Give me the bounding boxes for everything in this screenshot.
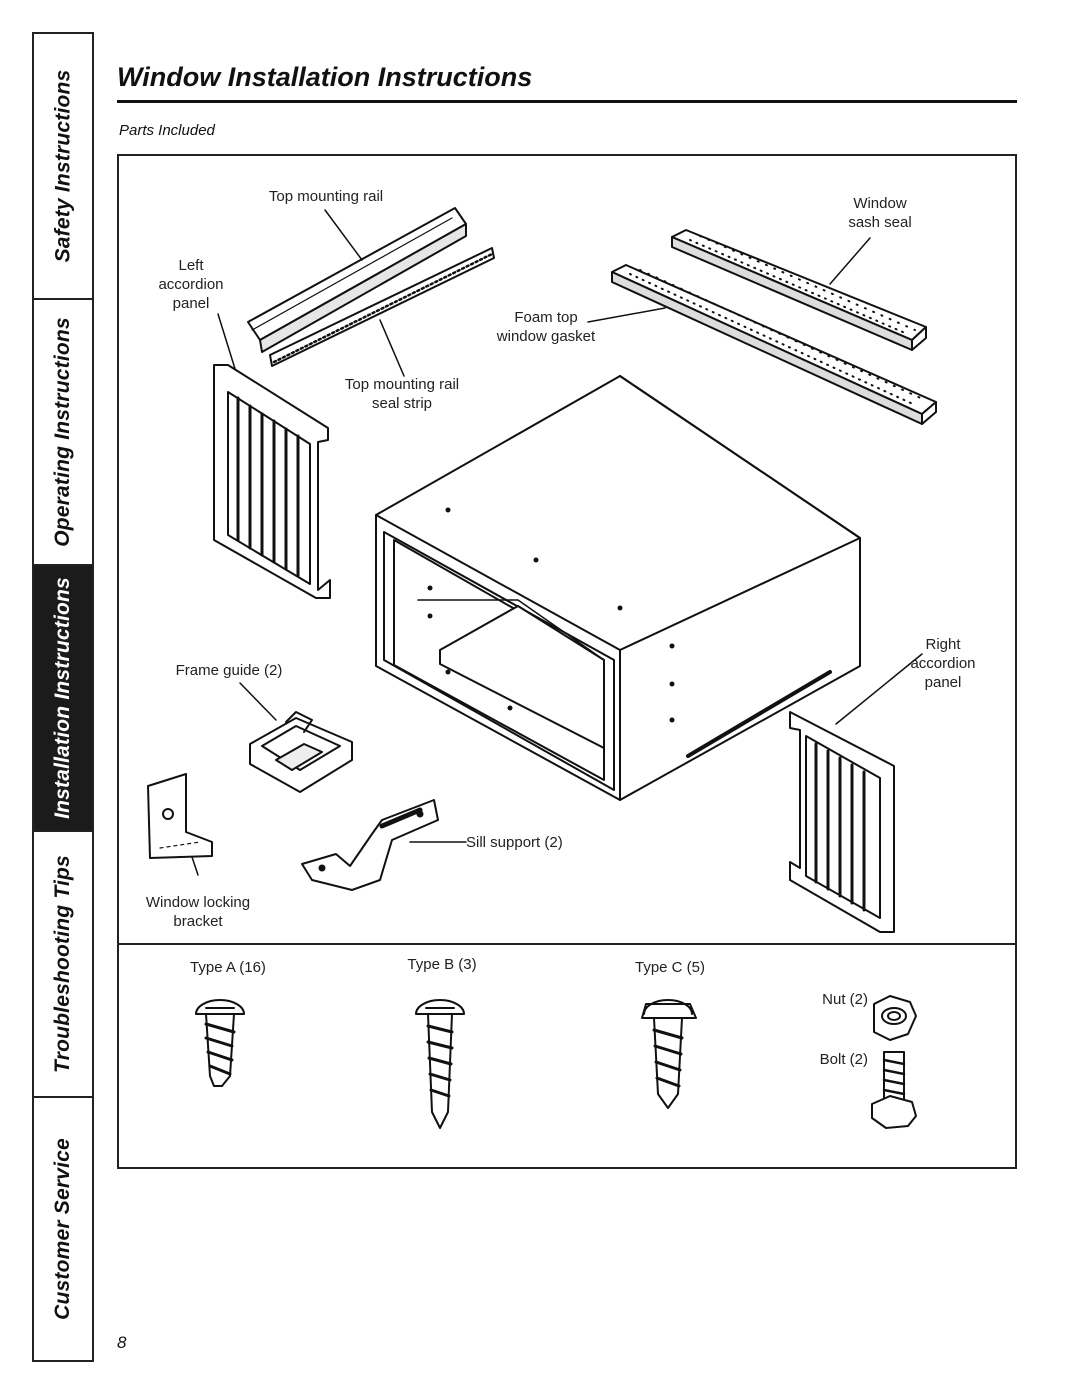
parts-panel (117, 154, 1017, 1169)
side-tab-column: Safety Instructions Operating Instructio… (32, 32, 94, 1362)
cabinet-drawing (375, 375, 861, 801)
foam-gasket-drawing (611, 264, 937, 425)
frame-guide-drawing (249, 711, 353, 793)
label-left-accordion-panel: Left accordion panel (158, 257, 224, 312)
label-window-sash-seal: Window sash seal (848, 195, 912, 231)
label-screw-type-b: Type B (3) (407, 956, 477, 973)
label-foam-top-window-gasket: Foam top window gasket (496, 309, 596, 345)
screw-type-c-drawing (641, 999, 697, 1109)
left-accordion-panel-drawing (213, 364, 331, 599)
title-rule (117, 100, 1017, 103)
sill-support-drawing (301, 799, 439, 891)
screw-type-b-drawing (415, 999, 465, 1129)
label-window-locking-bracket: Window locking bracket (145, 894, 251, 930)
label-screw-type-a: Type A (16) (190, 959, 266, 976)
window-sash-seal-drawing (671, 229, 927, 351)
label-bolt: Bolt (2) (819, 1051, 868, 1068)
label-top-mounting-rail-seal-strip: Top mounting rail seal strip (344, 376, 460, 412)
page-number: 8 (117, 1333, 127, 1352)
right-accordion-panel-drawing (789, 711, 895, 933)
tab-operating-instructions[interactable]: Operating Instructions (34, 300, 92, 566)
top-mounting-rail-drawing (247, 207, 495, 367)
bolt-drawing (871, 1051, 917, 1129)
label-frame-guide: Frame guide (2) (175, 662, 283, 679)
tab-troubleshooting-tips[interactable]: Troubleshooting Tips (34, 832, 92, 1098)
leader-lines (187, 209, 923, 876)
page-title: Window Installation Instructions (117, 62, 533, 92)
tab-installation-instructions[interactable]: Installation Instructions (34, 566, 92, 832)
screw-type-a-drawing (195, 999, 245, 1087)
label-sill-support: Sill support (2) (466, 834, 563, 851)
window-locking-bracket-drawing (147, 773, 213, 859)
hardware-divider (117, 943, 1017, 945)
nut-drawing (873, 995, 917, 1041)
tab-safety-instructions[interactable]: Safety Instructions (34, 34, 92, 300)
label-top-mounting-rail: Top mounting rail (268, 188, 384, 205)
parts-included-heading: Parts Included (119, 122, 215, 139)
label-nut: Nut (2) (822, 991, 868, 1008)
label-right-accordion-panel: Right accordion panel (910, 636, 976, 691)
label-screw-type-c: Type C (5) (634, 959, 706, 976)
